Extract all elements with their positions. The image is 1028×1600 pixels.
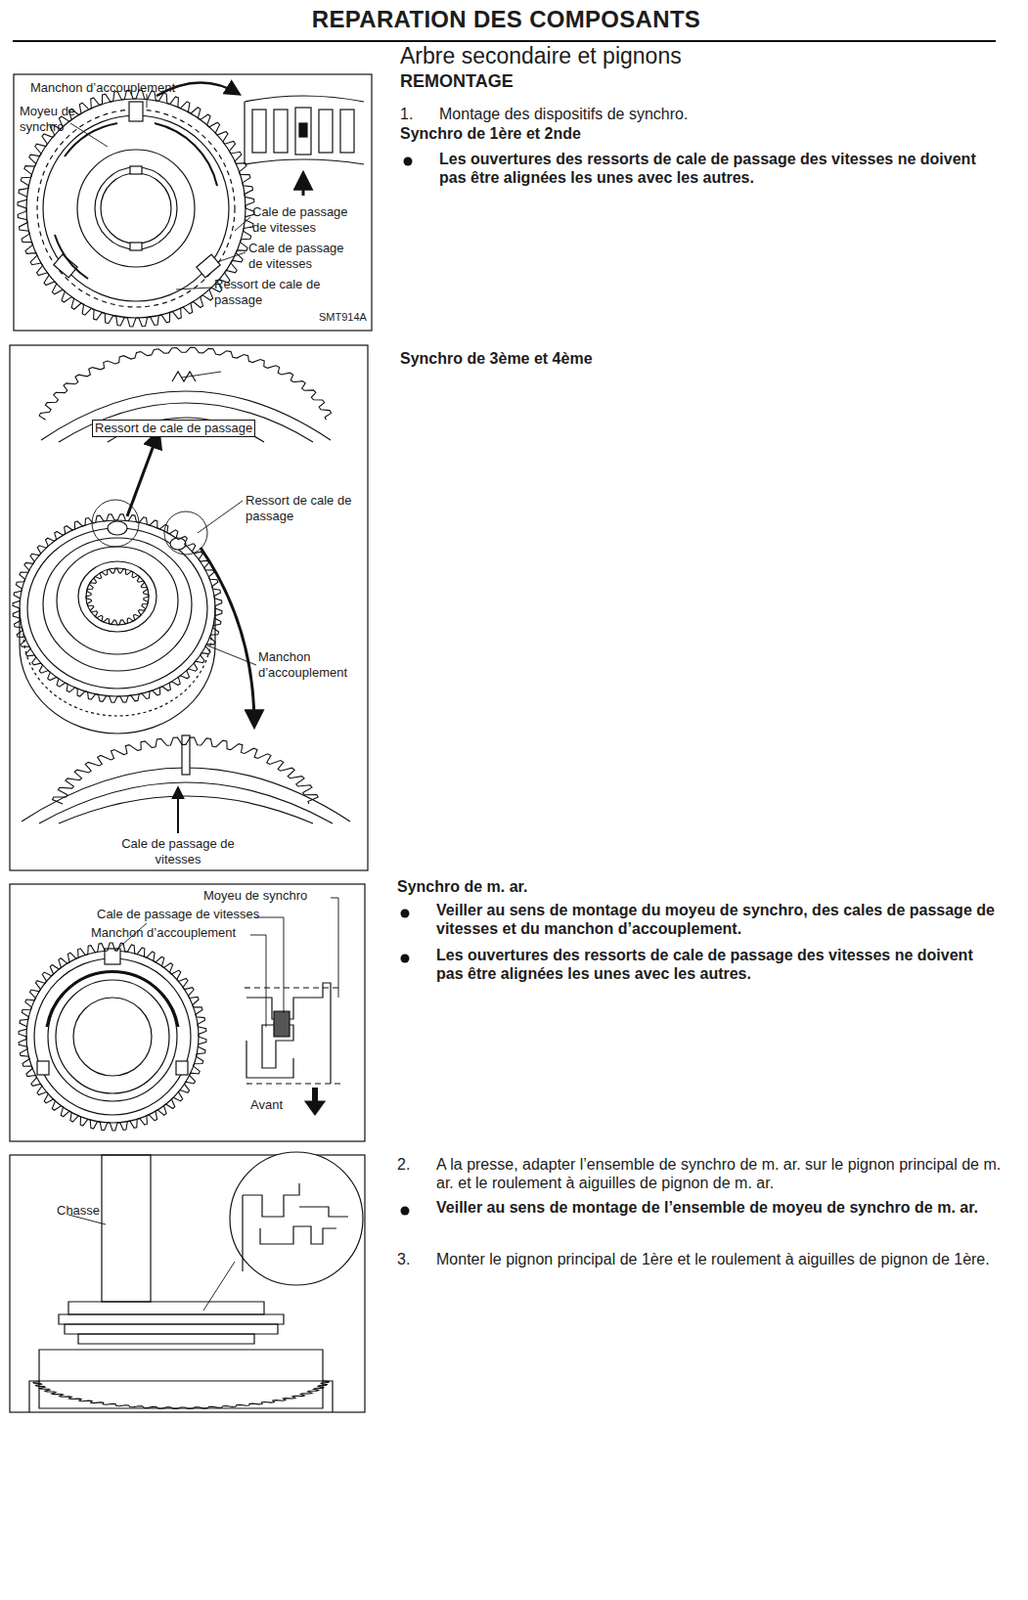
part-label: Ressort de cale de passage	[214, 276, 334, 308]
part-label: Cale de passage de vitesses	[96, 906, 260, 923]
figure-frame	[9, 345, 368, 871]
subheading: Synchro de 1ère et 2nde	[400, 124, 582, 143]
detail-inset	[156, 82, 364, 196]
detail-inset	[41, 371, 331, 443]
synchro-assembly	[19, 499, 216, 734]
arrow	[127, 432, 255, 834]
part-label: Ressort de cale de passage	[91, 419, 256, 438]
figure-frame	[9, 884, 365, 1142]
part-label: Avant	[250, 1097, 283, 1114]
part-label: Manchon d’accouplement	[258, 649, 366, 680]
part-label: Cale de passage de vitesses	[252, 204, 364, 235]
note-text: Veiller au sens de montage du moyeu de s…	[436, 900, 1004, 939]
detail-inset	[203, 1152, 363, 1311]
subheading: Synchro de 3ème et 4ème	[400, 349, 593, 368]
cross-section	[244, 983, 343, 1116]
gear-teeth	[12, 514, 223, 704]
gear-teeth	[33, 1381, 329, 1410]
section-heading: Arbre secondaire et pignons	[400, 43, 1007, 71]
gear-teeth	[39, 347, 331, 420]
gear-teeth	[52, 737, 319, 805]
part-label: Cale de passage de vitesses	[119, 836, 237, 867]
gear-teeth	[18, 942, 207, 1131]
figure-code: SMT914A	[318, 311, 367, 324]
page-title: REPARATION DES COMPOSANTS	[0, 5, 1013, 35]
gear-teeth	[33, 1381, 329, 1410]
note-text: Les ouvertures des ressorts de cale de p…	[436, 945, 1004, 984]
part-label: Ressort de cale de passage	[245, 492, 358, 524]
step-number: 2.	[397, 1155, 410, 1174]
leader-line	[197, 500, 257, 666]
part-label: Manchon d’accouplement	[30, 80, 226, 96]
subheading: Synchro de m. ar.	[397, 877, 528, 896]
leader-line	[70, 93, 251, 290]
step-number: 3.	[397, 1250, 410, 1269]
detail-inset	[21, 735, 351, 824]
gear-teeth	[86, 568, 149, 626]
step-text: A la presse, adapter l’ensemble de synch…	[436, 1155, 1004, 1193]
title-rule	[12, 40, 996, 43]
gear-teeth	[18, 942, 207, 1131]
step-text: Monter le pignon principal de 1ère et le…	[436, 1250, 1004, 1269]
note-text: Veiller au sens de montage de l’ensemble…	[436, 1198, 1004, 1217]
part-label: Manchon d’accouplement	[90, 925, 236, 941]
step-text: Montage des dispositifs de synchro.	[439, 104, 997, 124]
figure-frame	[13, 74, 372, 331]
gear-teeth	[12, 514, 223, 704]
note-text: Les ouvertures des ressorts de cale de p…	[439, 149, 1005, 187]
part-label: Chasse	[56, 1203, 100, 1219]
spline	[86, 568, 149, 626]
part-label: Moyeu de synchro	[19, 103, 92, 135]
gear-teeth	[52, 737, 319, 805]
bullet	[401, 157, 413, 1216]
gear-teeth	[39, 347, 331, 420]
part-label: Moyeu de synchro	[203, 888, 308, 904]
subheading: REMONTAGE	[400, 71, 514, 93]
part-label: Cale de passage de vitesses	[248, 240, 360, 271]
step-number: 1.	[400, 104, 413, 124]
